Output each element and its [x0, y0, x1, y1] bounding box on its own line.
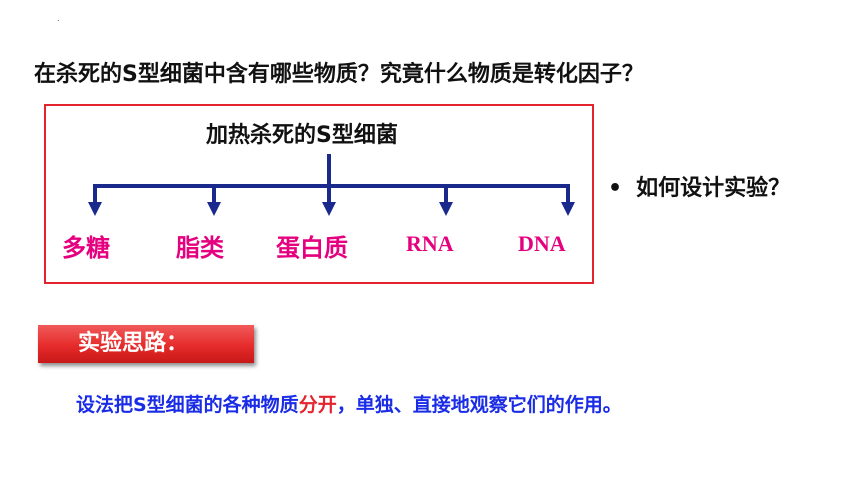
- arrowhead-1: [88, 202, 102, 216]
- arrowhead-3: [322, 202, 336, 216]
- bullet-point: • 如何设计实验？: [608, 170, 790, 202]
- item-rna: RNA: [406, 231, 454, 256]
- diagram-frame: [44, 104, 594, 284]
- bullet-mark: •: [608, 176, 623, 201]
- summary-part-1: 设法把S型细菌的各种物质: [76, 394, 299, 416]
- summary-highlight: 分开: [298, 394, 337, 416]
- summary-part-2: ，单独、直接地观察它们的作用。: [336, 394, 622, 416]
- question-heading: 在杀死的S型细菌中含有哪些物质？究竟什么物质是转化因子？: [34, 62, 644, 87]
- diagram-root-label: 加热杀死的S型细菌: [206, 123, 398, 148]
- idea-banner: 实验思路：: [38, 325, 254, 363]
- summary-sentence: 设法把S型细菌的各种物质分开，单独、直接地观察它们的作用。: [76, 390, 622, 417]
- bullet-text: 如何设计实验？: [636, 176, 791, 201]
- item-dna: DNA: [518, 231, 566, 256]
- item-polysaccharide: 多糖: [62, 234, 110, 262]
- item-lipid: 脂类: [176, 234, 224, 262]
- slide-mark: .: [57, 14, 60, 23]
- arrowhead-4: [439, 202, 453, 216]
- arrowhead-2: [207, 202, 221, 216]
- arrowhead-5: [561, 202, 575, 216]
- item-protein: 蛋白质: [276, 234, 348, 262]
